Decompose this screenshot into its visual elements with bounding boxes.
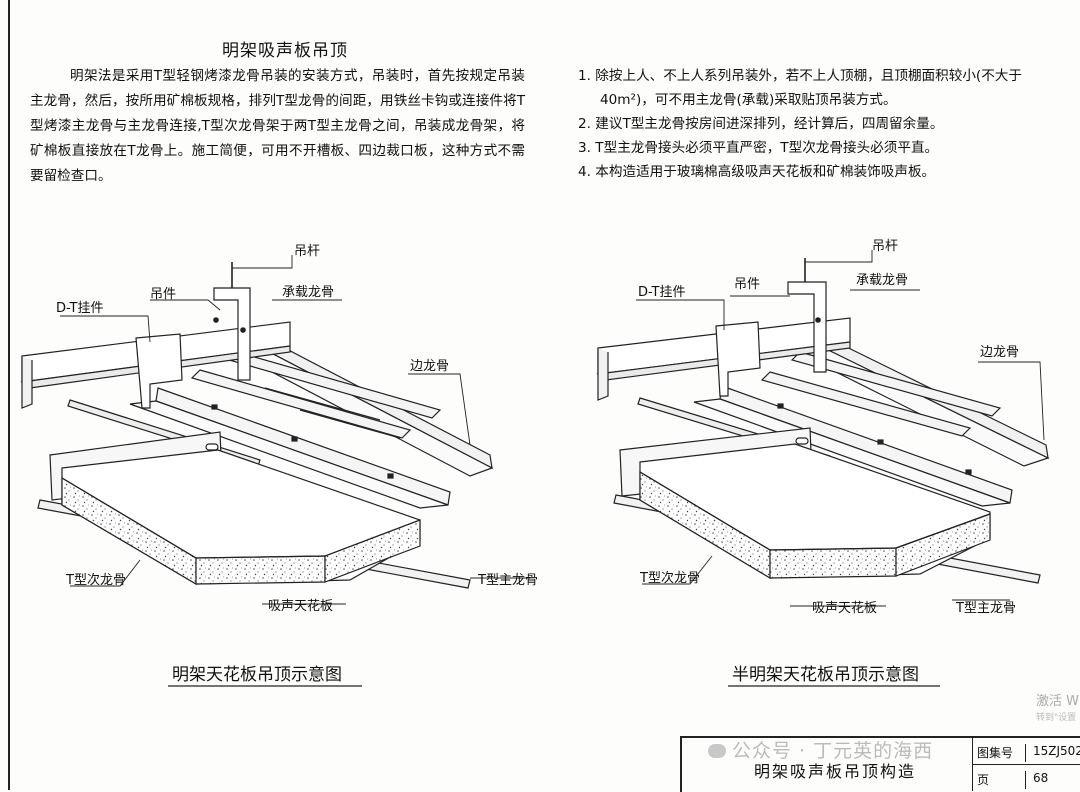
note-item: 2. 建议T型主龙骨按房间进深排列，经计算后，四周留余量。 [578, 116, 944, 132]
drawing-name: 明架吸声板吊顶构造 [754, 762, 917, 781]
watermark: 公众号 · 丁元英的海西 [708, 736, 933, 763]
label-t-main: T型主龙骨 [955, 601, 1016, 616]
note-item: 1. 除按上人、不上人系列吊装外，若不上人顶棚，且顶棚面积较小(不大于40m²)… [578, 68, 1022, 108]
label-panel: 吸声天花板 [812, 600, 877, 616]
note-item: 3. T型主龙骨接头必须平直严密，T型次龙骨接头必须平直。 [578, 140, 939, 156]
page-value: 68 [1033, 771, 1049, 785]
label-dt-hanger: D-T挂件 [56, 301, 103, 316]
page-key: 页 [977, 771, 1026, 789]
watermark-text: 公众号 · 丁元英的海西 [732, 740, 934, 762]
label-edge-track: 边龙骨 [980, 345, 1019, 360]
label-main-channel: 承载龙骨 [856, 273, 908, 288]
right-ceiling-diagram [596, 258, 1050, 584]
right-leaders [636, 250, 1045, 607]
drawing-frame [8, 0, 1080, 790]
caption-left: 明架天花板吊顶示意图 [172, 665, 342, 685]
notes-list: 1. 除按上人、不上人系列吊装外，若不上人顶棚，且顶棚面积较小(不大于40m²)… [578, 64, 1058, 184]
title-block: 明架吸声板吊顶构造 图集号 15ZJ502 页 68 [680, 736, 1080, 792]
label-dt-hanger: D-T挂件 [638, 285, 685, 300]
label-main-channel: 承载龙骨 [282, 285, 334, 300]
label-panel: 吸声天花板 [268, 598, 333, 614]
label-hanger: 吊件 [734, 277, 760, 292]
activation-hint: 转到"设置 [1036, 713, 1077, 723]
note-item: 4. 本构造适用于玻璃棉高级吸声天花板和矿棉装饰吸声板。 [578, 164, 936, 180]
intro-paragraph: 明架法是采用T型轻钢烤漆龙骨吊装的安装方式，吊装时，首先按规定吊装主龙骨，然后，… [30, 68, 525, 184]
label-rod: 吊杆 [872, 239, 898, 254]
wechat-icon [708, 744, 726, 758]
atlas-key: 图集号 [977, 744, 1026, 762]
label-edge-track: 边龙骨 [410, 359, 449, 374]
label-t-secondary: T型次龙骨 [65, 572, 126, 588]
page-cell: 页 68 [972, 765, 1080, 791]
label-hanger: 吊件 [150, 287, 176, 302]
page-title: 明架吸声板吊顶 [222, 41, 348, 61]
caption-right: 半明架天花板吊顶示意图 [732, 665, 919, 685]
label-t-secondary: T型次龙骨 [639, 570, 700, 586]
atlas-cell: 图集号 15ZJ502 [972, 738, 1080, 765]
atlas-value: 15ZJ502 [1033, 744, 1080, 758]
left-leaders [60, 255, 530, 605]
label-t-main: T型主龙骨 [477, 573, 538, 588]
left-ceiling-diagram [20, 262, 494, 589]
label-rod: 吊杆 [294, 244, 320, 259]
activation-notice: 激活 W [1036, 694, 1079, 709]
